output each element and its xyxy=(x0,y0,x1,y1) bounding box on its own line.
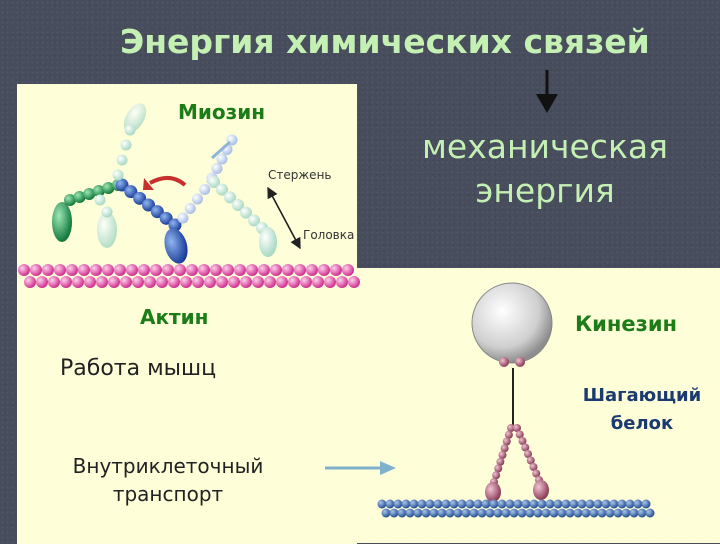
slide-title: Энергия химических связей xyxy=(120,22,650,61)
head-label: Головка xyxy=(303,228,355,242)
muscle-work-label: Работа мышц xyxy=(60,356,217,381)
rod-label: Стержень xyxy=(268,168,332,182)
walking-protein-label: Шагающий белок xyxy=(582,385,702,434)
kinesin-label: Кинезин xyxy=(575,312,678,336)
down-arrow-icon xyxy=(536,70,558,113)
myosin-panel xyxy=(17,84,357,544)
actin-label: Актин xyxy=(140,305,209,329)
mechanical-energy-label: механическая энергия xyxy=(422,127,668,210)
intracellular-transport-label: Внутриклеточный транспорт xyxy=(72,454,264,506)
myosin-label: Миозин xyxy=(178,100,266,124)
